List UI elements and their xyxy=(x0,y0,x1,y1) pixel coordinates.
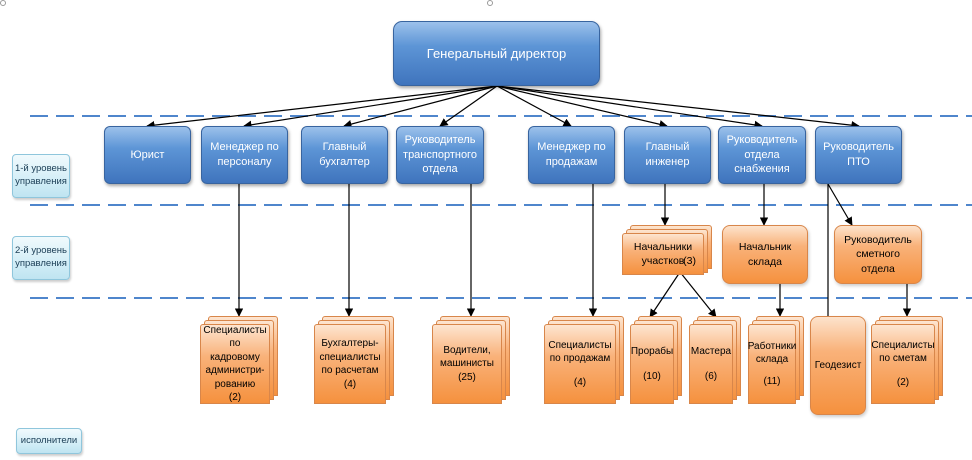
hr-staff-count: (2) xyxy=(228,392,242,403)
level-2-label: 2-й уровень управления xyxy=(12,236,70,280)
warehouse-head-label: Начальник склада xyxy=(738,241,792,268)
hr-manager-box[interactable]: Менеджер по персоналу xyxy=(201,126,288,184)
geodesist-label: Геодезист xyxy=(814,359,862,371)
sales-manager-box[interactable]: Менеджер по продажам xyxy=(528,126,615,184)
site-heads-stack[interactable]: Начальники участков (3) xyxy=(622,225,712,275)
sales-staff-stack[interactable]: Специалисты по продажам (4) xyxy=(544,316,624,406)
director-arrows xyxy=(146,85,860,130)
warehouse-head-box[interactable]: Начальник склада xyxy=(722,225,808,284)
sales-manager-label: Менеджер по продажам xyxy=(537,141,606,168)
warehouse-staff-stack[interactable]: Работники склада (11) xyxy=(748,316,804,406)
sales-staff-label: Специалисты по продажам xyxy=(548,339,612,365)
lawyer-label: Юрист xyxy=(130,148,165,161)
chief-engineer-label: Главный инженер xyxy=(645,141,690,168)
general-director-label: Генеральный директор xyxy=(426,45,567,61)
drivers-label: Водители, машинисты xyxy=(440,344,494,370)
foremen-count: (10) xyxy=(643,371,661,382)
estimators-stack[interactable]: Специалисты по сметам (2) xyxy=(871,316,943,406)
hr-staff-stack[interactable]: Специалисты по кадровому администри-рова… xyxy=(200,316,278,406)
sales-staff-count: (4) xyxy=(573,376,587,388)
masters-stack[interactable]: Мастера (6) xyxy=(689,316,741,406)
subordinate-arrows xyxy=(234,183,912,318)
estimators-count: (2) xyxy=(896,376,910,388)
estimate-head-box[interactable]: Руководитель сметного отдела xyxy=(834,225,922,284)
drivers-count: (25) xyxy=(458,371,476,383)
chief-engineer-box[interactable]: Главный инженер xyxy=(624,126,711,184)
site-heads-label: Начальники участков xyxy=(633,240,693,267)
transport-head-box[interactable]: Руководитель транспортного отдела xyxy=(396,126,484,184)
supply-head-box[interactable]: Руководитель отдела снабжения xyxy=(718,126,806,184)
accountants-stack[interactable]: Бухгалтеры-специалисты по расчетам (4) xyxy=(314,316,394,406)
drivers-stack[interactable]: Водители, машинисты (25) xyxy=(432,316,510,406)
chief-accountant-box[interactable]: Главный бухгалтер xyxy=(301,126,388,184)
frame-handle-center xyxy=(487,0,493,6)
accountants-count: (4) xyxy=(343,378,357,390)
estimate-head-label: Руководитель сметного отдела xyxy=(844,234,912,275)
masters-count: (6) xyxy=(704,371,718,382)
warehouse-staff-label: Работники склада xyxy=(747,340,797,366)
lawyer-box[interactable]: Юрист xyxy=(104,126,191,184)
warehouse-staff-count: (11) xyxy=(763,375,781,387)
transport-head-label: Руководитель транспортного отдела xyxy=(403,133,477,176)
pto-head-label: Руководитель ПТО xyxy=(823,141,894,168)
foremen-label: Прорабы xyxy=(630,345,674,357)
supply-head-label: Руководитель отдела снабжения xyxy=(726,133,798,176)
level-1-label: 1-й уровень управления xyxy=(12,154,70,198)
estimators-label: Специалисты по сметам xyxy=(871,339,935,365)
masters-label: Мастера xyxy=(690,345,732,357)
general-director-box[interactable]: Генеральный директор xyxy=(393,21,600,86)
executors-label: исполнители xyxy=(16,428,82,454)
hr-staff-label: Специалисты по кадровому администри-рова… xyxy=(203,324,267,390)
hr-manager-label: Менеджер по персоналу xyxy=(210,141,279,168)
geodesist-box[interactable]: Геодезист xyxy=(810,316,866,415)
foremen-stack[interactable]: Прорабы (10) xyxy=(630,316,682,406)
site-heads-count: (3) xyxy=(683,255,696,268)
frame-handle-left xyxy=(0,0,6,6)
chief-accountant-label: Главный бухгалтер xyxy=(319,141,370,168)
accountants-label: Бухгалтеры-специалисты по расчетам xyxy=(319,338,381,376)
pto-head-box[interactable]: Руководитель ПТО xyxy=(815,126,902,184)
